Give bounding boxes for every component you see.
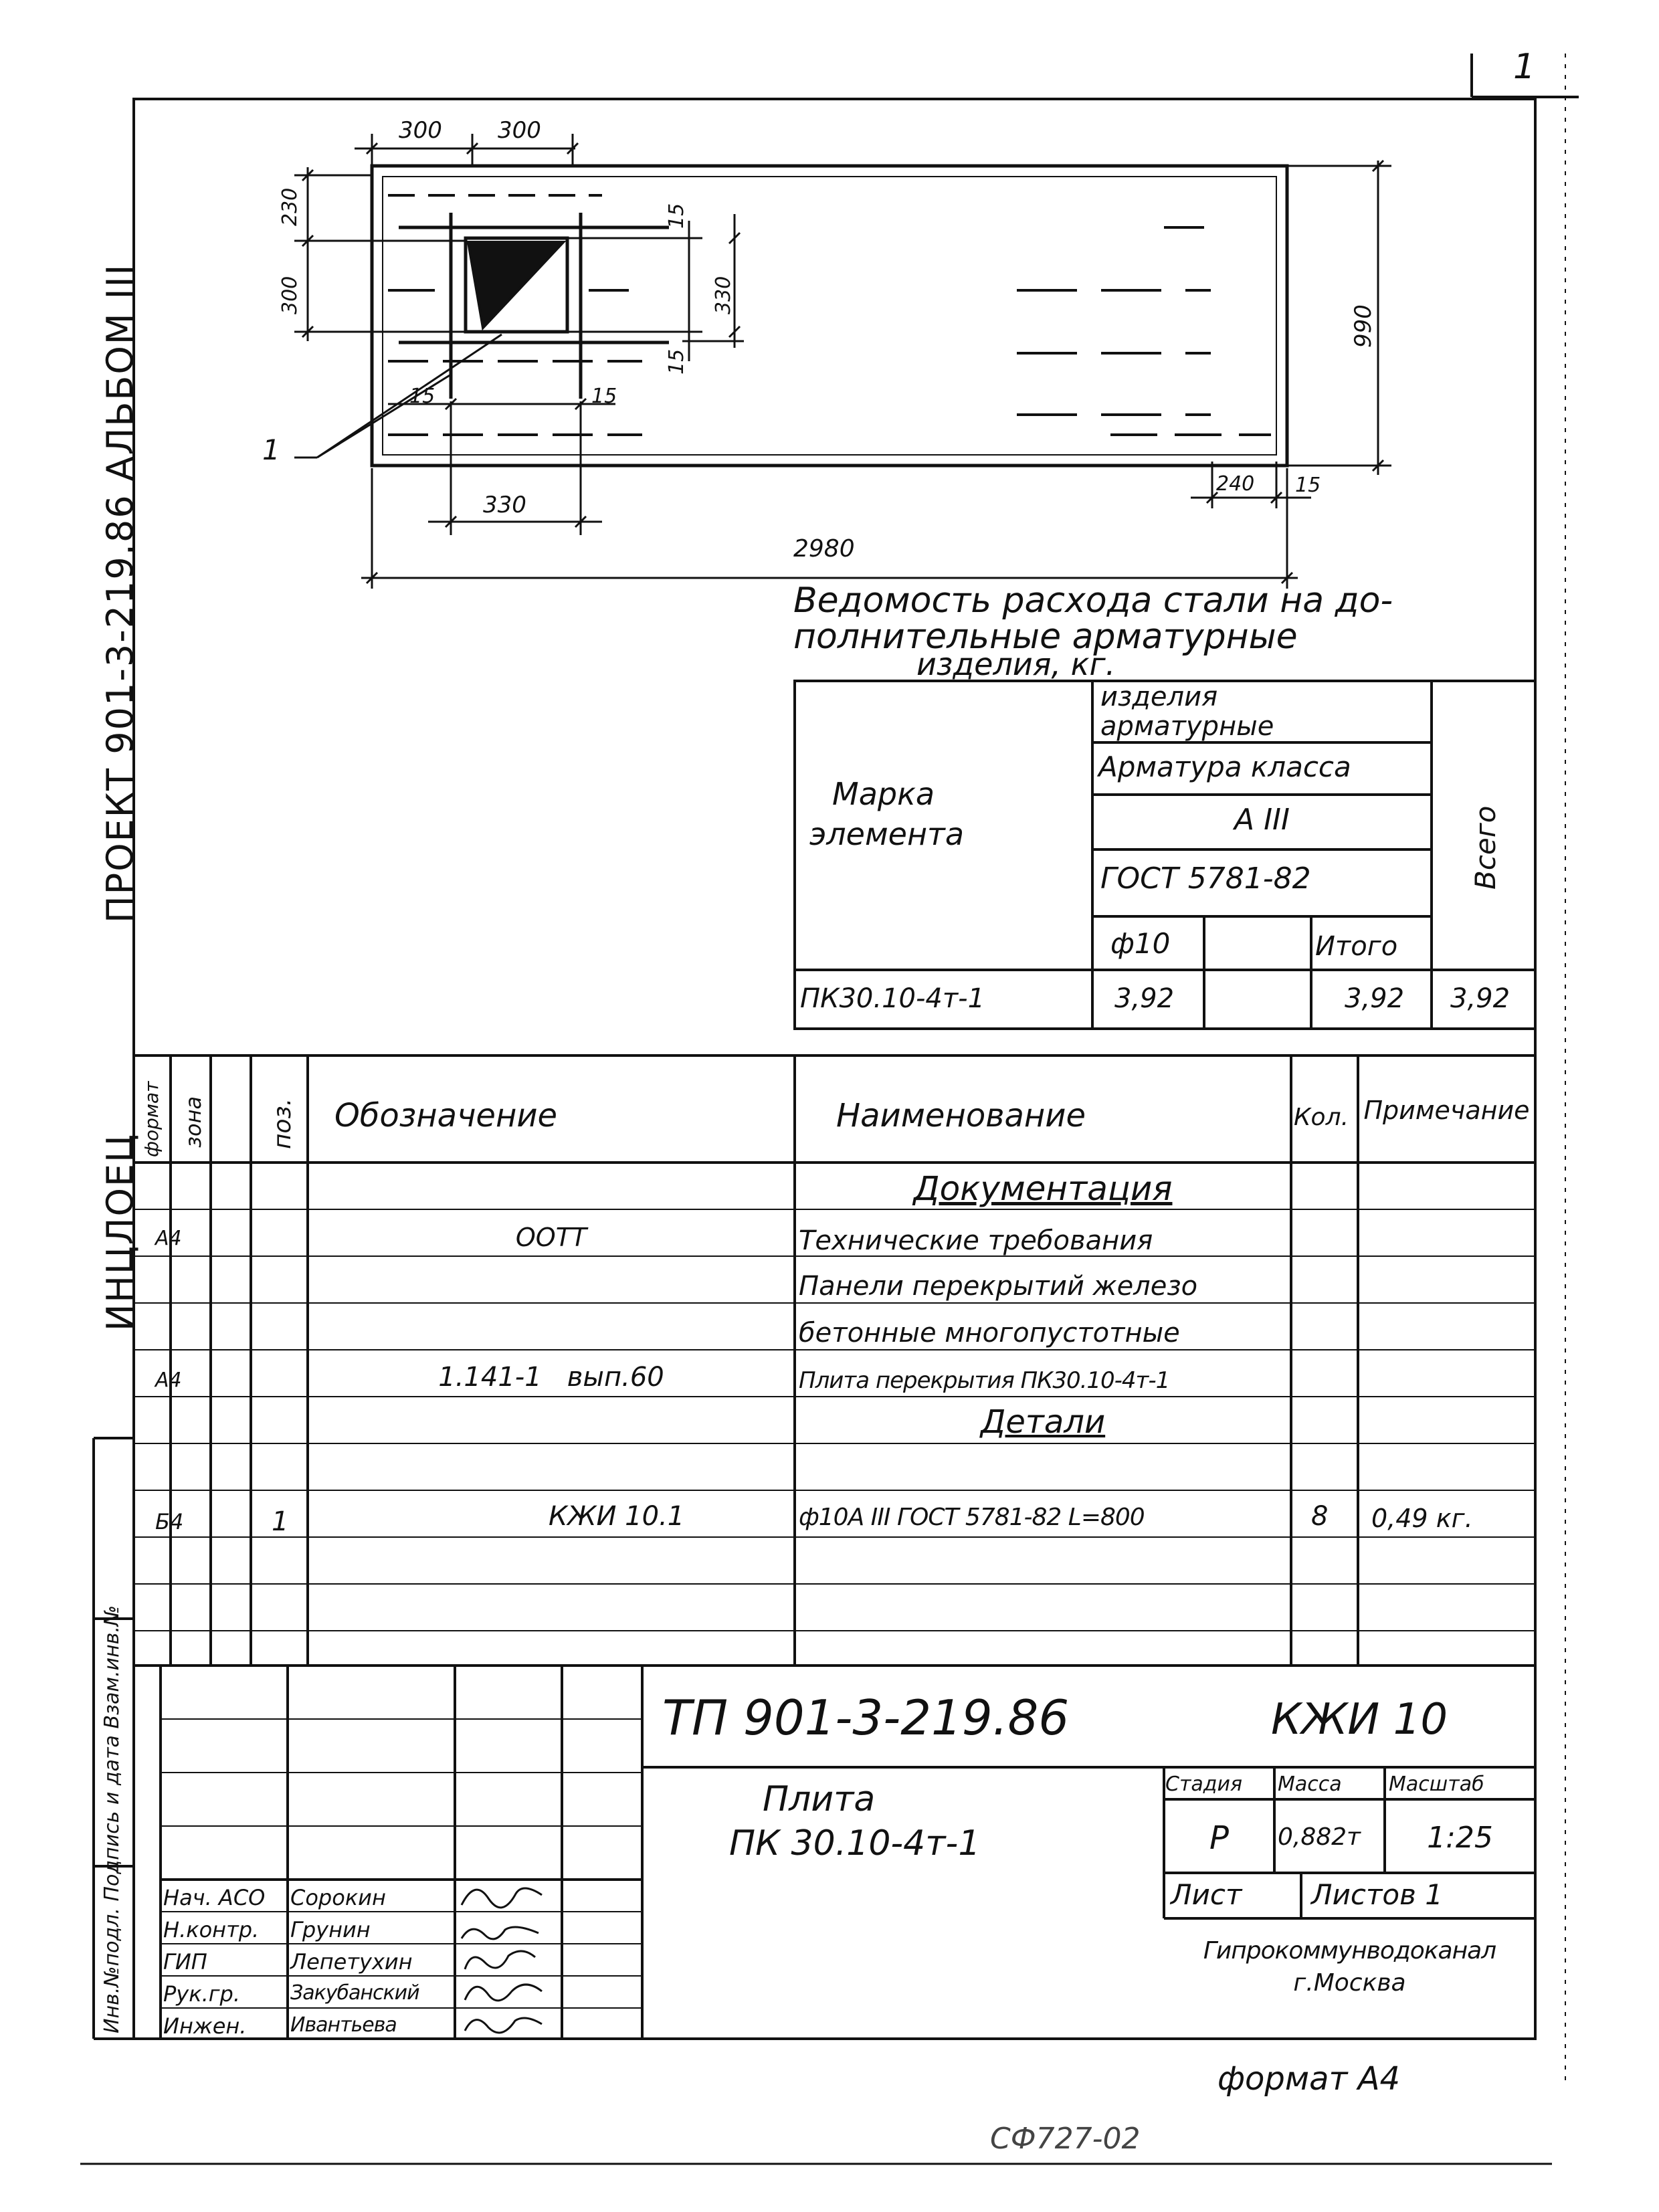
person-name-3: Лепетухин: [290, 1949, 413, 1975]
row2-format: А4: [155, 1227, 182, 1250]
project-side-title: ПРОЕКТ 901-3-219.86 АЛЬБОМ III: [99, 263, 141, 923]
hdr-note: Примечание: [1363, 1096, 1530, 1125]
class-value: А III: [1234, 803, 1290, 837]
doc-code: ТП 901-3-219.86: [662, 1690, 1070, 1746]
dim-right-15-bottom: 15: [665, 348, 688, 375]
product-name-1: Плита: [763, 1779, 876, 1819]
row7-designation: КЖИ 10.1: [549, 1501, 685, 1532]
group-header: изделия арматурные: [1100, 682, 1274, 742]
dim-length-2980: 2980: [793, 535, 855, 563]
dim-right-330: 330: [712, 276, 735, 314]
corner-mark: 1: [1513, 47, 1536, 87]
hdr-designation: Обозначение: [334, 1097, 558, 1134]
person-name-5: Ивантьева: [290, 2013, 397, 2037]
dim-left-230: 230: [278, 187, 302, 226]
section-documentation: Документация: [913, 1169, 1173, 1208]
dim-left-300: 300: [278, 276, 302, 314]
row5-format: А4: [155, 1369, 182, 1392]
person-role-1: Нач. АСО: [163, 1885, 266, 1910]
row2-designation: ООТТ: [515, 1223, 587, 1252]
dim-right-15-top: 15: [665, 203, 688, 229]
dim-top-right: 300: [498, 117, 541, 144]
row7-note: 0,49 кг.: [1371, 1504, 1473, 1533]
person-name-1: Сорокин: [290, 1885, 386, 1910]
copy-number: СФ727-02: [990, 2122, 1141, 2156]
side-copy-label: ИНЦЛОЕЦ: [99, 1132, 141, 1331]
dim-15-right: 15: [591, 385, 617, 408]
dim-top-left: 300: [399, 117, 442, 144]
row-vsego-value: 3,92: [1450, 983, 1510, 1014]
sheet-code: КЖИ 10: [1271, 1695, 1448, 1744]
person-name-4: Закубанский: [290, 1981, 420, 2005]
row7-qty: 8: [1311, 1501, 1329, 1532]
row7-pos: 1: [272, 1506, 289, 1537]
row5-name: Плита перекрытия ПК30.10-4т-1: [799, 1367, 1170, 1394]
scale-label: Масштаб: [1389, 1773, 1484, 1796]
row3-name: Панели перекрытий железо: [799, 1271, 1198, 1302]
vsego-header: Всего: [1469, 805, 1502, 890]
steel-title-3: изделия, кг.: [916, 646, 1116, 682]
dia-header: ф10: [1110, 927, 1171, 960]
callout-1: 1: [262, 433, 280, 466]
hdr-qty: Кол.: [1294, 1104, 1349, 1131]
dim-width-990: 990: [1350, 304, 1377, 348]
stamp-side-labels: Инв.№подл. Подпись и дата Взам.инв.№: [100, 1605, 124, 2033]
hdr-pos: поз.: [269, 1098, 296, 1149]
person-role-3: ГИП: [163, 1949, 207, 1975]
mark-label-2: элемента: [809, 816, 965, 852]
row7-name: ф10А III ГОСТ 5781-82 L=800: [799, 1504, 1145, 1531]
gost-value: ГОСТ 5781-82: [1100, 862, 1311, 896]
sheet-format: формат А4: [1217, 2060, 1401, 2098]
row4-name: бетонные многопустотные: [799, 1318, 1180, 1348]
class-header: Арматура класса: [1098, 750, 1351, 783]
org-city: г.Москва: [1293, 1969, 1406, 1997]
product-name-2: ПК 30.10-4т-1: [729, 1823, 981, 1864]
person-role-4: Рук.гр.: [163, 1981, 241, 2007]
row5-designation: 1.141-1 вып.60: [438, 1362, 664, 1393]
hdr-zone: зона: [181, 1096, 206, 1148]
row-itogo-value: 3,92: [1345, 983, 1405, 1014]
mass-label: Масса: [1278, 1773, 1342, 1796]
row-dia-value: 3,92: [1114, 983, 1175, 1014]
sheets-label: Листов 1: [1311, 1878, 1443, 1911]
dim-15-corner: 15: [1295, 474, 1321, 497]
row2-name: Технические требования: [799, 1225, 1153, 1256]
row-mark: ПК30.10-4т-1: [800, 983, 985, 1014]
hdr-name: Наименование: [836, 1097, 1086, 1134]
dim-240: 240: [1216, 472, 1255, 496]
scale-value: 1:25: [1427, 1821, 1493, 1855]
steel-title-1: Ведомость расхода стали на до-: [793, 581, 1393, 621]
person-role-5: Инжен.: [163, 2013, 247, 2039]
stage-value: Р: [1209, 1819, 1229, 1857]
dim-15-left: 15: [409, 385, 435, 408]
mark-label-1: Марка: [832, 776, 935, 812]
org-name: Гипрокоммунводоканал: [1203, 1937, 1496, 1965]
hdr-format: формат: [140, 1081, 163, 1157]
row7-format: Б4: [155, 1509, 184, 1534]
person-role-2: Н.контр.: [163, 1917, 260, 1942]
stage-label: Стадия: [1165, 1773, 1243, 1796]
steel-title-2: полнительные арматурные: [793, 617, 1298, 657]
sheet-label: Лист: [1171, 1878, 1242, 1911]
dim-330-bottom: 330: [483, 492, 526, 518]
person-name-2: Грунин: [290, 1917, 371, 1942]
mass-value: 0,882т: [1278, 1823, 1361, 1851]
itogo-header: Итого: [1315, 931, 1398, 962]
section-details: Детали: [980, 1403, 1106, 1441]
